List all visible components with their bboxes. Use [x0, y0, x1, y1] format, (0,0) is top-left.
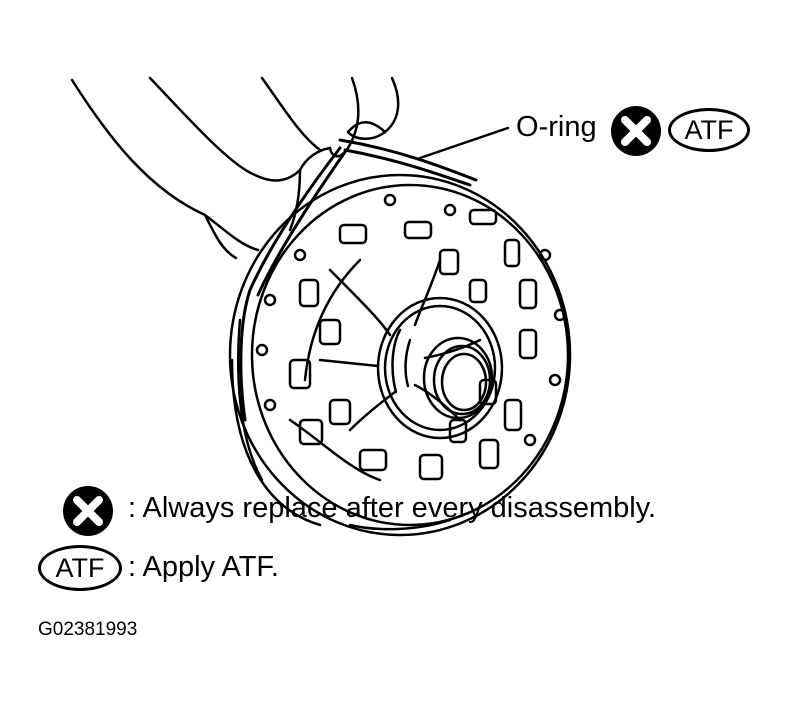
hand-outline	[70, 76, 400, 260]
legend-atf-text: : Apply ATF.	[128, 551, 279, 583]
o-ring-leader-line	[418, 126, 510, 160]
stator-shaft-boss	[376, 296, 504, 440]
o-ring-label: O-ring	[516, 111, 597, 143]
pump-body	[228, 173, 572, 537]
atf-badge-text: ATF	[684, 114, 734, 145]
x-in-black-circle-icon	[611, 106, 661, 156]
o-ring-loop	[239, 138, 478, 422]
x-in-black-circle-icon	[63, 486, 113, 536]
atf-oval-badge: ATF	[38, 545, 122, 591]
figure-code: G02381993	[38, 619, 138, 640]
atf-badge-text: ATF	[55, 552, 105, 583]
legend-replace-text: : Always replace after every disassembly…	[128, 492, 657, 524]
atf-oval-badge: ATF	[668, 108, 750, 152]
